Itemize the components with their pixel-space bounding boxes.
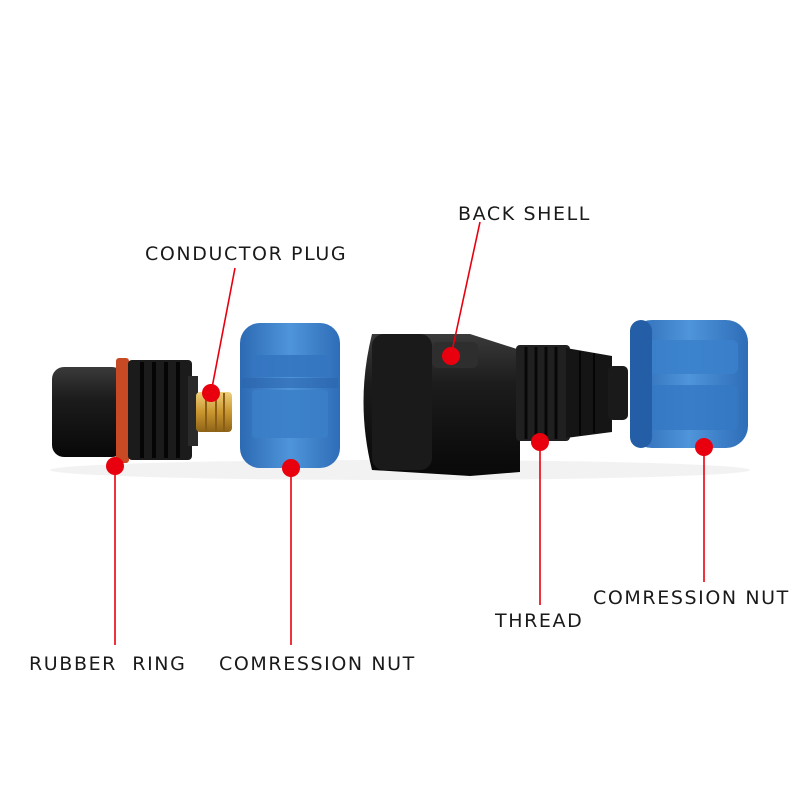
compression-nut-right-dot [695,438,713,456]
label-rubber-ring: RUBBER RING [29,653,187,675]
back-shell-part [363,334,628,476]
label-conductor-plug: CONDUCTOR PLUG [145,243,348,265]
socket-thread-shape [128,360,192,460]
socket-thread-grooves [140,362,180,458]
callout-lines [114,221,705,645]
label-compression-nut-left: COMRESSION NUT [219,653,416,675]
thread-dot [531,433,549,451]
thread-shape [516,345,570,441]
compression-nut-right-shape [630,320,748,448]
rubber-ring-dot [106,457,124,475]
socket-part [52,358,232,463]
label-back-shell: BACK SHELL [458,203,591,225]
socket-housing [52,367,124,457]
compression-nut-left-shape [240,323,340,468]
label-compression-nut-right: COMRESSION NUT [593,587,790,609]
callout-dots [106,347,713,477]
cable-gland-fingers [566,348,612,438]
back-shell-dot [442,347,460,365]
compression-nut-left-dot [282,459,300,477]
label-thread: THREAD [495,610,584,632]
conductor-plug-dot [202,384,220,402]
rubber-ring-shape [116,358,129,463]
thread-grooves [524,347,558,439]
